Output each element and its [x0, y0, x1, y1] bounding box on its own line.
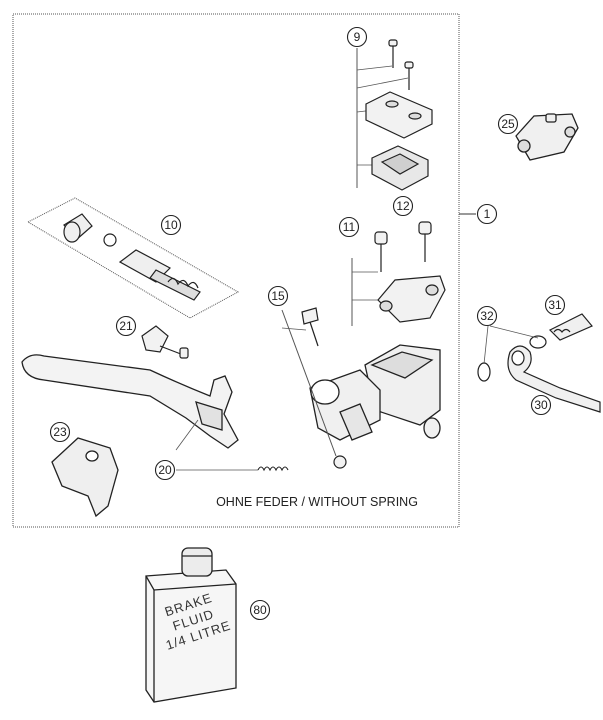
- callout-number: 9: [354, 30, 361, 44]
- callout-11: 11: [338, 216, 360, 238]
- callout-circle: [497, 113, 519, 135]
- callout-circle: [154, 459, 176, 481]
- callout-1: 1: [476, 203, 498, 225]
- callout-number: 25: [501, 117, 515, 131]
- part-pivot-screw: [281, 307, 347, 469]
- caption-without-spring: OHNE FEDER / WITHOUT SPRING: [216, 495, 418, 509]
- callout-number: 21: [119, 319, 133, 333]
- part-brake-fluid-bottle: [145, 547, 237, 703]
- part-piston-kit: [26, 197, 240, 319]
- callout-number: 15: [271, 289, 285, 303]
- callout-32: 32: [476, 305, 498, 327]
- callout-circle: [160, 214, 182, 236]
- callout-number: 12: [396, 199, 410, 213]
- callout-circle: [392, 195, 414, 217]
- callout-layer: 1 9 10 11 12 15 20 21 23 25 30 31 32 80: [49, 26, 566, 621]
- callout-circle: [530, 394, 552, 416]
- callout-23: 23: [49, 421, 71, 443]
- callout-31: 31: [544, 294, 566, 316]
- assembly-frame: [12, 13, 460, 528]
- callout-number: 30: [534, 398, 548, 412]
- callout-circle: [544, 294, 566, 316]
- callout-circle: [338, 216, 360, 238]
- callout-12: 12: [392, 195, 414, 217]
- part-master-cylinder: [309, 344, 441, 441]
- callout-circle: [249, 599, 271, 621]
- callout-circle: [115, 315, 137, 337]
- part-spring: [175, 419, 289, 472]
- callout-9: 9: [346, 26, 368, 48]
- callout-number: 31: [548, 298, 562, 312]
- callout-10: 10: [160, 214, 182, 236]
- callout-circle: [267, 285, 289, 307]
- callout-number: 10: [164, 218, 178, 232]
- callout-number: 20: [158, 463, 172, 477]
- callout-number: 11: [343, 220, 356, 234]
- callout-circle: [476, 305, 498, 327]
- callout-number: 32: [480, 309, 494, 323]
- callout-30: 30: [530, 394, 552, 416]
- callout-number: 80: [253, 603, 267, 617]
- callout-circle: [49, 421, 71, 443]
- callout-20: 20: [154, 459, 176, 481]
- callout-number: 1: [484, 207, 491, 221]
- callout-circle: [346, 26, 368, 48]
- callout-80: 80: [249, 599, 271, 621]
- callout-circle: [476, 203, 498, 225]
- part-handlebar-clamp: [515, 113, 579, 161]
- part-clamp-bolts: [351, 221, 446, 326]
- callout-25: 25: [497, 113, 519, 135]
- part-adjuster: [141, 325, 189, 359]
- part-lever-boot: [51, 437, 119, 518]
- part-brake-lever: [21, 354, 239, 449]
- callout-number: 23: [53, 425, 67, 439]
- callout-21: 21: [115, 315, 137, 337]
- callout-15: 15: [267, 285, 289, 307]
- part-brake-hose: [477, 313, 601, 413]
- part-reservoir-cover: [356, 39, 433, 191]
